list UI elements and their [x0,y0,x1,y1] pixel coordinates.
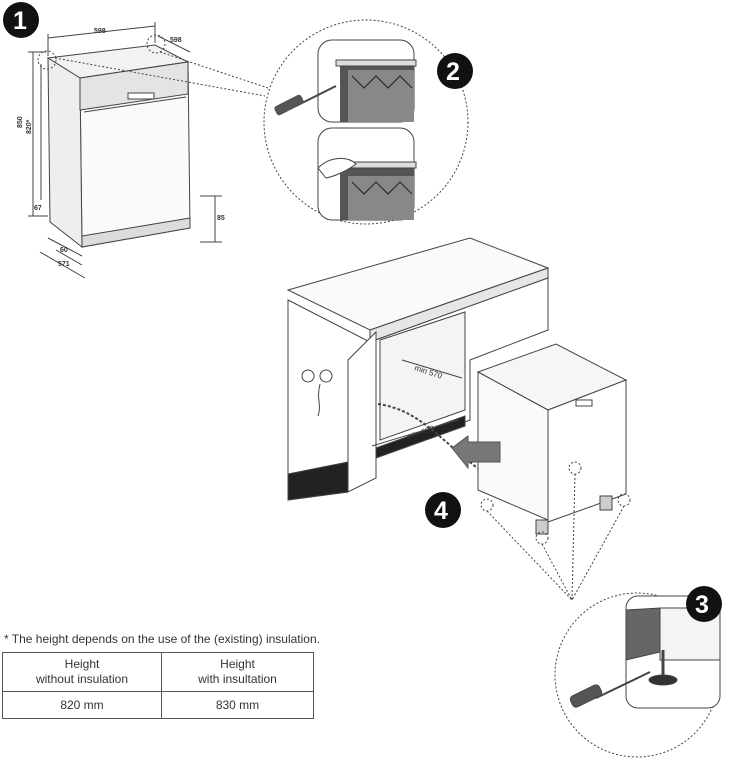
depth-label: 598 [170,37,182,44]
detail-circle-top [263,19,469,225]
height-820-label: 820* [26,119,33,134]
height-850-label: 850 [17,116,24,128]
dishwasher-dimension-drawing [28,22,269,279]
header-line: without insulation [35,672,129,686]
height-table: Height without insulation Height with in… [2,652,314,719]
step-4-number: 4 [434,497,448,525]
step-badge-1: 1 [3,2,39,38]
table-header-row: Height without insulation Height with in… [2,652,314,692]
foot-height-label: 85 [217,215,225,222]
kitchen-niche-drawing [286,237,631,601]
step-1-number: 1 [13,7,27,35]
bottom-571-label: 571 [58,261,70,268]
width-label: 598 [94,28,106,35]
bottom-60-label: 60 [60,247,68,254]
detail-circle-foot [554,592,721,758]
header-without-insulation: Height without insulation [2,652,162,692]
step-badge-2: 2 [437,53,473,89]
step-2-number: 2 [446,58,460,86]
step-badge-3: 3 [686,586,722,622]
table-cell: 820 mm [2,691,162,719]
table-cell: 830 mm [161,691,314,719]
bottom-67-label: 67 [34,205,42,212]
header-line: Height [64,657,100,671]
step-badge-4: 4 [425,492,461,528]
step-3-number: 3 [695,591,709,619]
header-line: with insultation [198,672,277,686]
header-line: Height [220,657,255,671]
table-row: 820 mm 830 mm [2,691,314,719]
dimension-labels: 598 598 850 820* 85 60 67 571 [17,28,225,268]
insulation-footnote: * The height depends on the use of the (… [4,632,320,646]
header-with-insulation: Height with insultation [161,652,314,692]
